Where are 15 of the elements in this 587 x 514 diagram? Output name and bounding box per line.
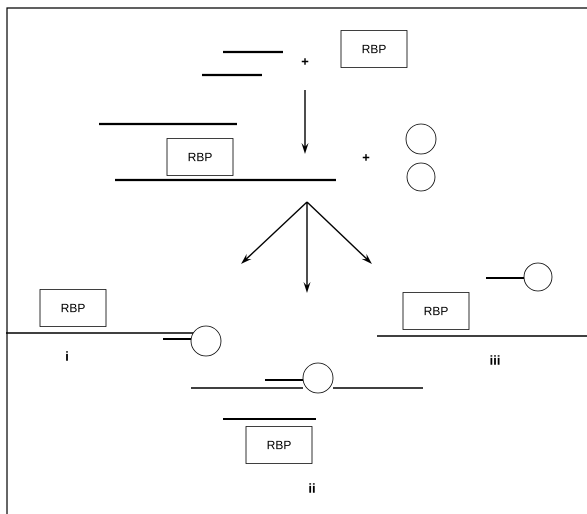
circle: [406, 124, 436, 154]
rbp-box: RBP: [340, 30, 408, 68]
strand-label: iii: [490, 355, 500, 365]
circle: [190, 326, 222, 356]
strand-label: +: [302, 58, 308, 65]
circle: [524, 262, 552, 292]
rbp-box: RBP: [40, 289, 106, 327]
rbp-box: RBP: [246, 426, 312, 464]
circle: [302, 362, 334, 394]
circle: [406, 162, 436, 192]
rbp-box: RBP: [166, 138, 234, 176]
rbp-box: RBP: [402, 292, 470, 330]
strand-label: ii: [309, 483, 315, 493]
strand-label: i: [66, 351, 68, 361]
strand-label: +: [362, 154, 370, 161]
